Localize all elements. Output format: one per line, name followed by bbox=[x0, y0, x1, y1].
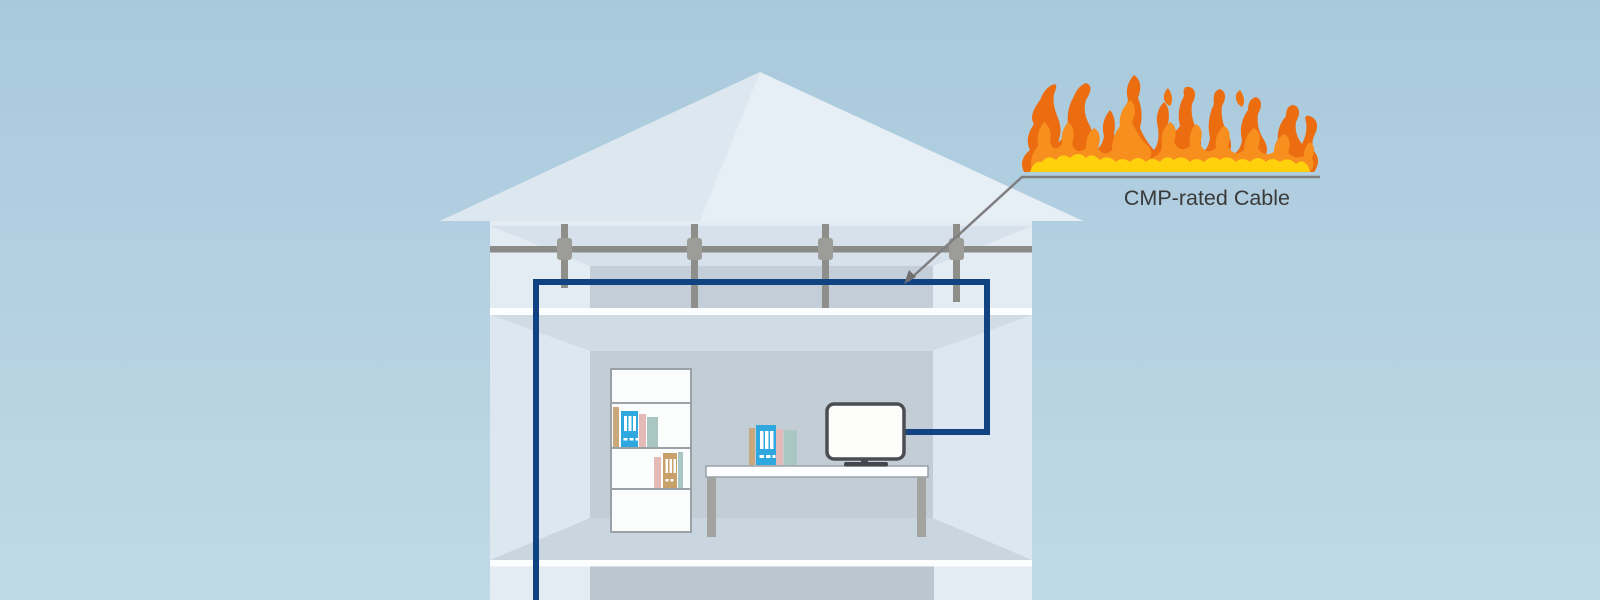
computer-monitor bbox=[825, 402, 906, 467]
book bbox=[749, 428, 755, 465]
conduit-post bbox=[822, 224, 829, 308]
roof-left-face bbox=[440, 72, 760, 221]
binder-dash bbox=[635, 438, 639, 441]
callout-arrow-icon bbox=[904, 270, 916, 284]
roof bbox=[440, 72, 1083, 221]
binder-stripe bbox=[628, 416, 632, 431]
flame-spark bbox=[1235, 90, 1245, 107]
conduit-connector bbox=[818, 238, 833, 260]
binder-stripe bbox=[633, 416, 636, 431]
room-left-wall bbox=[490, 315, 590, 560]
attic-back-wall bbox=[590, 266, 933, 308]
callout-label: CMP-rated Cable bbox=[1124, 186, 1290, 210]
desk-books bbox=[749, 425, 797, 465]
binder-dash bbox=[623, 438, 628, 441]
binder-dash bbox=[759, 455, 764, 458]
attic bbox=[490, 224, 1032, 308]
conduit-connector bbox=[687, 238, 702, 260]
bookshelf bbox=[610, 368, 692, 533]
binder-stripe bbox=[669, 459, 672, 473]
monitor-neck bbox=[861, 458, 868, 464]
book bbox=[776, 429, 783, 465]
book bbox=[647, 417, 658, 447]
monitor-base bbox=[844, 462, 888, 467]
binder-stripe bbox=[665, 459, 668, 473]
binder-dash bbox=[629, 438, 634, 441]
book bbox=[784, 430, 797, 465]
conduit-connectors bbox=[557, 238, 964, 260]
room-right-wall bbox=[933, 315, 1032, 560]
furniture bbox=[610, 368, 929, 537]
binder-stripe bbox=[770, 431, 774, 449]
flame-base bbox=[1030, 154, 1310, 172]
binder-dash bbox=[766, 455, 771, 458]
lower-room-back-wall bbox=[590, 566, 934, 600]
room-ceiling bbox=[490, 315, 1032, 351]
bookshelf-frame bbox=[610, 368, 692, 533]
book bbox=[678, 452, 683, 488]
binder-stripe bbox=[765, 431, 769, 449]
binder-dash bbox=[772, 455, 776, 458]
attic-floor-slab bbox=[490, 308, 1032, 315]
flame-outer bbox=[1022, 75, 1319, 172]
cmp-cable-path bbox=[533, 279, 990, 600]
conduit-connector bbox=[949, 238, 964, 260]
callout: CMP-rated Cable bbox=[904, 75, 1320, 284]
flame-spark bbox=[1163, 88, 1173, 106]
binder-dash bbox=[670, 479, 674, 482]
desk-leg bbox=[707, 477, 716, 537]
binder-stripe bbox=[624, 416, 627, 431]
shelf-books bbox=[613, 407, 658, 447]
desk bbox=[705, 465, 929, 537]
binder-dash bbox=[665, 479, 669, 482]
monitor-screen bbox=[825, 402, 906, 461]
callout-line bbox=[907, 175, 1320, 282]
second-floor-slab bbox=[490, 560, 1032, 567]
binder-stripe bbox=[673, 459, 676, 473]
shelf-books bbox=[654, 452, 683, 488]
fire-icon bbox=[1022, 75, 1319, 172]
desk-leg bbox=[917, 477, 926, 537]
conduit-post bbox=[953, 224, 960, 302]
flame-mid bbox=[1030, 100, 1315, 172]
desk-top bbox=[705, 465, 929, 478]
conduit-post bbox=[691, 224, 698, 308]
binder-stripe bbox=[760, 431, 764, 449]
book bbox=[639, 414, 646, 447]
book bbox=[613, 407, 619, 447]
conduit-rail bbox=[490, 246, 1032, 253]
conduit-connector bbox=[557, 238, 572, 260]
book bbox=[654, 457, 661, 488]
